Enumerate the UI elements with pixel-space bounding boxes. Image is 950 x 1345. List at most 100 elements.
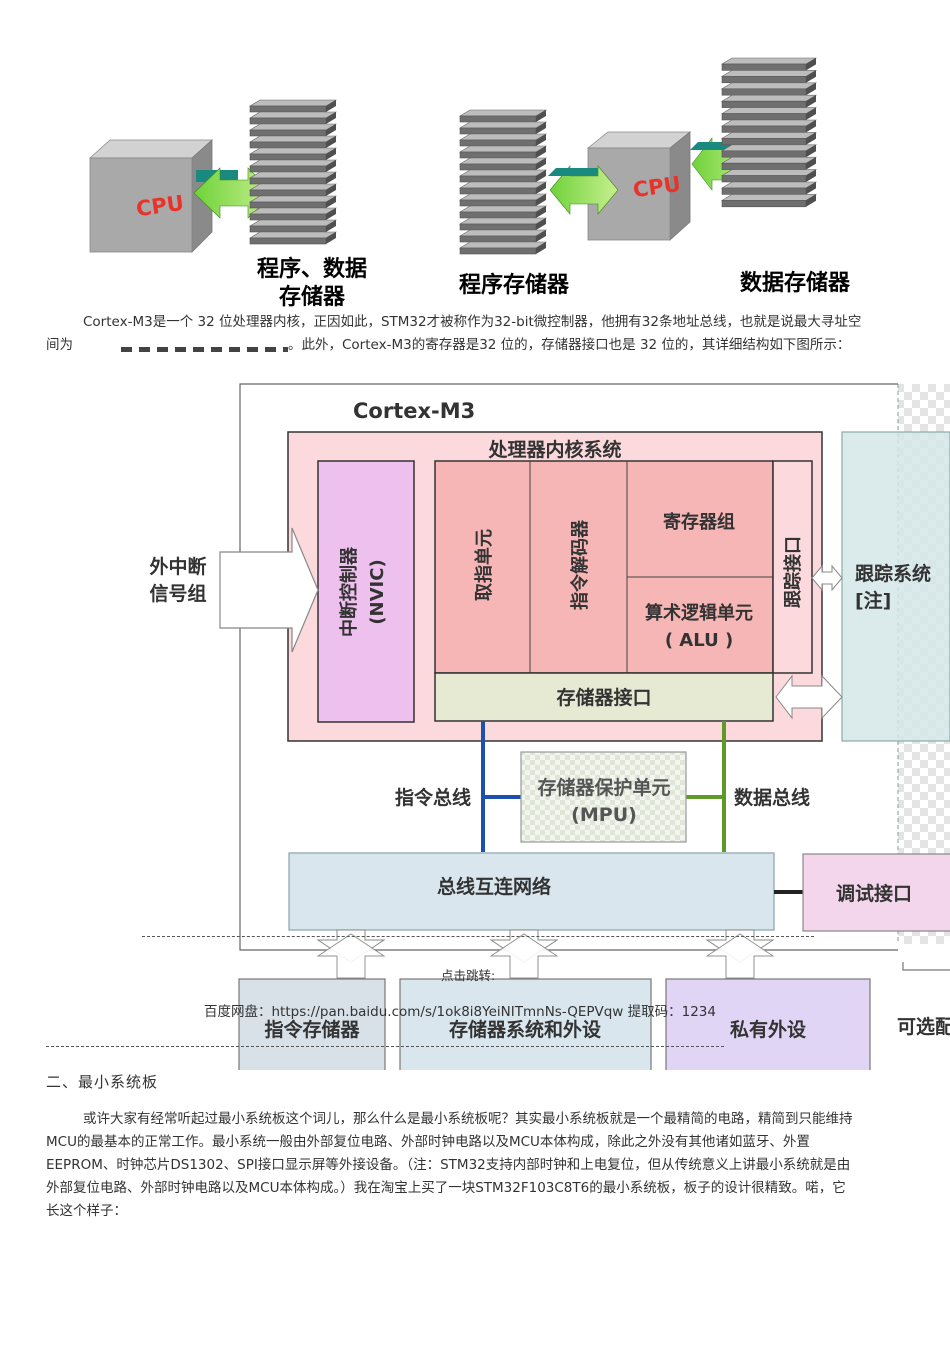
memory-layer-side (326, 148, 336, 160)
cpu-cube-right: CPU (586, 131, 692, 241)
memory-layer-side (326, 112, 336, 124)
click-jump-text[interactable]: 点击跳转: (441, 968, 496, 983)
external-interrupt-label: 外中断 (149, 555, 206, 578)
harvard-architecture-figure: CPU 程序、数据 存储器 CPU 程序存储器 数据存储器 (88, 57, 851, 310)
memory-layer-side (536, 230, 546, 242)
memory-layer-side (326, 220, 336, 232)
nvic-label: 中断控制器 (338, 546, 360, 637)
memory-layer-side (536, 218, 546, 230)
instruction-bus-label: 指令总线 (395, 786, 471, 809)
memory-layer-side (536, 134, 546, 146)
intro-line-1: Cortex-M3是一个 32 位处理器内核，正因如此，STM32才被称作为32… (83, 314, 862, 330)
memory-layer-side (326, 232, 336, 244)
memory-stack-left (248, 99, 338, 245)
dashed-divider-bottom (46, 1046, 724, 1047)
nvic-abbrev: (NVIC) (367, 559, 388, 624)
memory-layer-side (806, 182, 816, 195)
cortex-m3-diagram: Cortex-M3 跟踪系统 [注] 处理器内核系统 中断控制器 (NVIC) … (149, 383, 950, 1070)
mpu-box (520, 751, 687, 843)
section2-line: 长这个样子： (46, 1203, 127, 1219)
memory-layer-side (536, 242, 546, 254)
memory-layer-side (806, 107, 816, 120)
program-memory-stack (458, 109, 548, 255)
cortex-m3-outer-box (239, 383, 898, 951)
memory-layer-side (536, 194, 546, 206)
memory-layer-side (536, 206, 546, 218)
memory-system-label: 存储器系统和外设 (449, 1018, 601, 1041)
section2-paragraph: 或许大家有经常听起过最小系统板这个词儿，那么什么是最小系统板呢？其实最小系统板就… (46, 1108, 916, 1223)
trace-system-label: 跟踪系统 (855, 562, 931, 585)
label-data-memory: 数据存储器 (740, 270, 851, 296)
fetch-unit-label: 取指单元 (473, 529, 495, 601)
memory-layer-side (326, 196, 336, 208)
alu-abbrev: ( ALU ) (665, 630, 733, 651)
memory-layer-side (536, 110, 546, 122)
memory-layer-side (326, 136, 336, 148)
nvic-box (317, 460, 415, 723)
section2-heading: 二、最小系统板 (46, 1073, 159, 1091)
clipped-inline-image (73, 338, 288, 352)
register-bank-label: 寄存器组 (663, 511, 735, 533)
memory-layer-side (536, 146, 546, 158)
data-memory-stack (720, 57, 818, 208)
section2-line: MCU的最基本的正常工作。最小系统一般由外部复位电路、外部时钟电路以及MCU本体… (46, 1134, 810, 1150)
intro-line-2-end: 。此外，Cortex-M3的寄存器是32 位的，存储器接口也是 32 位的，其详… (288, 337, 851, 353)
memory-layer-side (536, 182, 546, 194)
memory-layer-side (806, 70, 816, 83)
intro-line-2-start: 间为 (46, 337, 73, 353)
memory-layer-side (806, 169, 816, 182)
memory-system-box (399, 978, 652, 1070)
memory-layer-side (536, 122, 546, 134)
trace-link-arrow (811, 564, 843, 592)
private-peripherals-box (665, 978, 871, 1070)
core-system-label: 处理器内核系统 (487, 438, 621, 461)
memory-interface-label: 存储器接口 (556, 686, 651, 709)
memory-layer-side (326, 160, 336, 172)
debug-interface-box (802, 853, 950, 932)
memory-layer-side (806, 194, 816, 207)
double-arrow-program (548, 165, 619, 215)
bus-matrix-box (288, 852, 775, 931)
external-interrupt-arrow (219, 527, 319, 653)
memory-layer-side (326, 184, 336, 196)
memory-layer-side (536, 170, 546, 182)
label-memory: 存储器 (279, 284, 346, 310)
private-peripherals-label: 私有外设 (730, 1018, 806, 1041)
trace-interface-label: 跟踪接口 (782, 536, 804, 608)
data-bus-label: 数据总线 (734, 786, 810, 809)
mpu-label: 存储器保护单元 (537, 776, 670, 799)
optional-label: 可选配 (897, 1016, 950, 1038)
memory-layer-side (326, 172, 336, 184)
section2-line: 外部复位电路、外部时钟电路以及MCU本体构成。）我在淘宝上买了一块STM32F1… (46, 1180, 846, 1196)
dashed-divider-top (142, 936, 814, 937)
cortex-m3-title: Cortex-M3 (353, 399, 475, 423)
trace-system-note: [注] (855, 589, 891, 612)
execution-units-box (434, 460, 774, 674)
intro-paragraph: Cortex-M3是一个 32 位处理器内核，正因如此，STM32才被称作为32… (46, 311, 916, 357)
memory-layer-side (806, 120, 816, 133)
memory-layer-side (806, 157, 816, 170)
cpu-cube-left: CPU (88, 139, 214, 253)
mpu-abbrev: (MPU) (571, 804, 637, 826)
trace-system-box (842, 432, 950, 741)
instruction-memory-label: 指令存储器 (264, 1018, 360, 1041)
memory-layer-side (806, 144, 816, 158)
debug-interface-label: 调试接口 (836, 883, 912, 905)
memory-layer-side (326, 100, 336, 112)
memory-layer-side (326, 208, 336, 220)
intro-line-2: 间为 。此外，Cortex-M3的寄存器是32 位的，存储器接口也是 32 位的，… (46, 334, 916, 357)
memory-layer-side (806, 95, 816, 108)
memory-layer-side (326, 124, 336, 136)
bus-matrix-label: 总线互连网络 (437, 875, 551, 898)
signal-group-label: 信号组 (149, 582, 206, 605)
alu-label: 算术逻辑单元 (645, 602, 753, 624)
label-program-memory: 程序存储器 (459, 272, 570, 298)
memory-layer-side (806, 132, 816, 145)
section2-line: 或许大家有经常听起过最小系统板这个词儿，那么什么是最小系统板呢？其实最小系统板就… (83, 1111, 853, 1127)
memory-layer-side (806, 58, 816, 71)
decode-unit-label: 指令解码器 (569, 519, 591, 610)
label-program-data: 程序、数据 (257, 256, 367, 282)
memory-layer-side (806, 82, 816, 96)
baidu-pan-link[interactable]: 百度网盘：https://pan.baidu.com/s/1ok8i8YeiNI… (204, 1004, 716, 1020)
instruction-memory-box (238, 978, 386, 1070)
